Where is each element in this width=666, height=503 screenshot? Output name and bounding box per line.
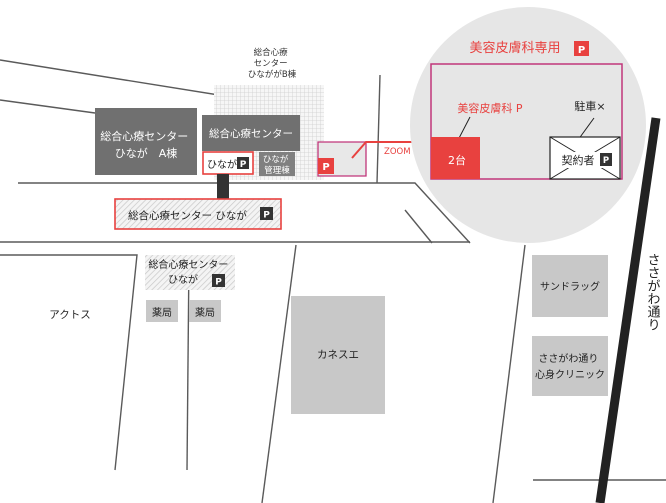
lower-lot-p: P [215, 278, 222, 288]
road-main-upper [18, 182, 471, 244]
pharmacy-1 [146, 300, 178, 322]
lower-lot-p-badge [212, 274, 225, 287]
zoom-contract-bg [560, 152, 610, 168]
zoom-reserved-spots [431, 137, 480, 179]
pharmacy-2 [189, 300, 221, 322]
road-mid-right [492, 244, 526, 503]
zoom-contract-p-badge [600, 153, 612, 166]
building-center-a [95, 108, 197, 175]
zoom-arrow [351, 141, 418, 159]
building-admin-label: ひなが 管理棟 [263, 154, 291, 176]
actos-label: アクトス [49, 309, 90, 321]
lower-lot-label: 総合心療センター ひなが [148, 258, 231, 286]
pharmacy-2-label: 薬局 [195, 307, 215, 319]
building-sundrug [532, 255, 608, 317]
zoom-parking-area [430, 63, 623, 180]
building-center-main [202, 115, 300, 151]
road-ab-diagonal [0, 99, 96, 114]
hinaga-lot-p-badge [237, 157, 249, 169]
hinaga-lot-label: ひなが [207, 158, 237, 171]
sundrug-label: サンドラッグ [540, 280, 600, 293]
road-vertical-center [186, 254, 190, 471]
zoom-pointer-line-2 [577, 117, 595, 141]
hinaga-lot-p: P [240, 160, 247, 170]
center-road-parking-lot [114, 198, 282, 230]
road-right-upper [376, 74, 381, 184]
zoom-title: 美容皮膚科専用 [469, 40, 560, 56]
zoom-title-p: P [578, 45, 585, 56]
zoom-panel: 美容皮膚科専用 P 美容皮膚科 P 2台 駐車× 契約者 P [410, 7, 646, 243]
zoom-spots: 2台 [448, 153, 466, 167]
walkway [217, 174, 229, 200]
building-center-main-label: 総合心療センター [209, 127, 293, 140]
zoom-label: ZOOM [384, 147, 411, 157]
road-lot-p: P [263, 211, 270, 221]
road-lot-p-badge [260, 207, 273, 220]
building-kanesue [291, 296, 385, 414]
small-parking-p: P [322, 162, 329, 173]
road-leftloop [0, 254, 138, 471]
center-b-label-box [247, 44, 297, 84]
street-sasagawa: ささがわ通り [595, 117, 661, 503]
zoom-contract-label: 契約者 [562, 153, 595, 167]
zoom-contract-p: P [603, 156, 609, 166]
road-mid-left [261, 244, 297, 503]
building-center-a-label: 総合心療センター ひなが A棟 [100, 129, 192, 160]
building-admin [259, 152, 295, 176]
clinic-label: ささがわ通り 心身クリニック [535, 352, 605, 381]
small-parking-badge [318, 158, 334, 174]
zoom-clinic-label: 美容皮膚科 P [457, 101, 522, 115]
center-b-note: 総合心療 センター ひなががB棟 [248, 47, 297, 80]
street-label: ささがわ通り [645, 253, 661, 331]
road-mid-stub [404, 209, 433, 244]
building-clinic [532, 336, 608, 396]
zoom-no-parking: 駐車× [574, 99, 605, 113]
road-lot-label: 総合心療センター ひなが [128, 209, 247, 222]
zoom-circle [410, 7, 646, 243]
zoom-title-p-badge [574, 41, 589, 56]
road-top-diagonal [0, 59, 251, 101]
roads [0, 59, 666, 503]
pharmacy-1-label: 薬局 [152, 307, 172, 319]
kanesue-label: カネスエ [317, 349, 359, 361]
